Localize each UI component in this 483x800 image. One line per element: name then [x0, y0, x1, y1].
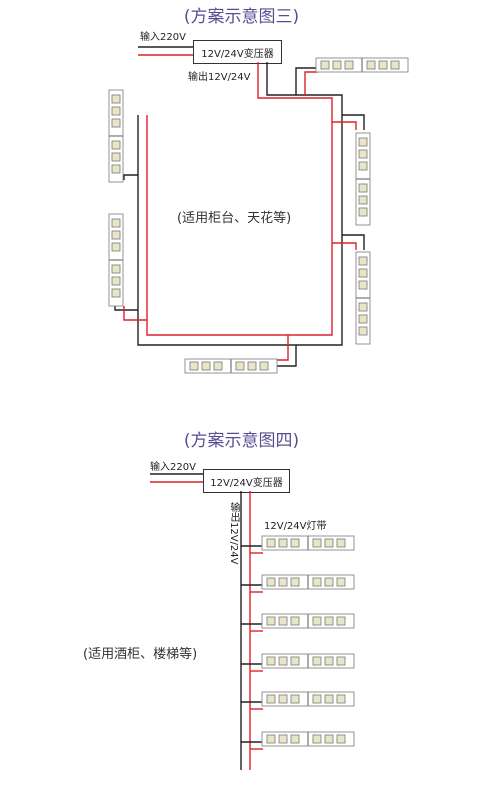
led-chip — [336, 656, 346, 666]
diagram4-input-label: 输入220V — [150, 462, 196, 473]
led-chip — [111, 94, 121, 104]
led-chip — [358, 326, 368, 336]
d3-red-right1 — [332, 121, 357, 130]
led-chip — [201, 361, 211, 371]
led-chip — [266, 577, 276, 587]
led-chip — [358, 268, 368, 278]
led-chip — [111, 242, 121, 252]
diagram3-output-label: 输出12V/24V — [188, 72, 251, 83]
led-chip — [111, 118, 121, 128]
d3-black-top-right — [295, 67, 318, 95]
led-chip — [278, 694, 288, 704]
d3-red-left2 — [123, 306, 147, 321]
led-chip — [358, 195, 368, 205]
led-chip — [358, 280, 368, 290]
led-chip — [324, 538, 334, 548]
d3-black-left2 — [114, 306, 138, 311]
led-chip — [358, 314, 368, 324]
d3-black-bottom — [277, 345, 297, 367]
diagram3-title: (方案示意图三) — [183, 7, 300, 27]
led-chip — [278, 734, 288, 744]
led-chip — [111, 288, 121, 298]
led-chip — [290, 577, 300, 587]
d3-black-left1 — [123, 174, 138, 180]
led-chip — [358, 183, 368, 193]
led-chip — [358, 137, 368, 147]
led-chip — [111, 140, 121, 150]
led-chip — [358, 302, 368, 312]
led-chip — [111, 152, 121, 162]
led-chip — [259, 361, 269, 371]
diagram3-usage-note: (适用柜台、天花等) — [177, 211, 292, 226]
diagram4-usage-note: (适用酒柜、楼梯等) — [83, 647, 198, 662]
led-chip — [324, 577, 334, 587]
diagram4-output-label: 输出12V/24V — [228, 502, 239, 565]
led-chip — [235, 361, 245, 371]
led-chip — [358, 256, 368, 266]
led-chip — [111, 164, 121, 174]
led-chip — [247, 361, 257, 371]
led-chip — [111, 230, 121, 240]
diagram3-transformer: 12V/24V变压器 — [193, 40, 282, 64]
led-chip — [111, 218, 121, 228]
led-chip — [344, 60, 354, 70]
diagram4-title: (方案示意图四) — [183, 431, 300, 451]
led-chip — [189, 361, 199, 371]
led-chip — [324, 616, 334, 626]
led-chip — [111, 106, 121, 116]
led-chip — [278, 656, 288, 666]
led-chip — [312, 734, 322, 744]
diagram4-transformer-label: 12V/24V变压器 — [210, 477, 283, 489]
led-chip — [278, 577, 288, 587]
d3-black-main — [137, 62, 343, 346]
led-chip — [290, 734, 300, 744]
led-chip — [111, 276, 121, 286]
led-chip — [336, 538, 346, 548]
led-chip — [324, 694, 334, 704]
diagram3-transformer-label: 12V/24V变压器 — [201, 48, 274, 60]
d3-red-bottom — [277, 335, 289, 361]
led-chip — [290, 656, 300, 666]
d3-black-right2 — [342, 234, 365, 250]
led-chip — [378, 60, 388, 70]
d3-red-right2 — [332, 242, 357, 250]
led-chip — [312, 577, 322, 587]
led-chip — [290, 694, 300, 704]
led-chip — [111, 264, 121, 274]
led-chip — [358, 207, 368, 217]
led-chip — [336, 694, 346, 704]
led-chip — [336, 616, 346, 626]
led-chip — [278, 616, 288, 626]
diagram3-input-label: 输入220V — [140, 32, 186, 43]
led-chip — [320, 60, 330, 70]
led-chip — [278, 538, 288, 548]
led-chip — [312, 538, 322, 548]
led-chip — [358, 161, 368, 171]
led-chip — [390, 60, 400, 70]
led-chip — [312, 616, 322, 626]
led-chip — [332, 60, 342, 70]
led-chip — [266, 734, 276, 744]
led-chip — [312, 694, 322, 704]
diagram4-transformer: 12V/24V变压器 — [203, 469, 290, 493]
led-chip — [324, 734, 334, 744]
led-chip — [290, 538, 300, 548]
led-chip — [213, 361, 223, 371]
led-chip — [266, 694, 276, 704]
led-chip — [336, 577, 346, 587]
led-chip — [312, 656, 322, 666]
led-chip — [324, 656, 334, 666]
led-chip — [366, 60, 376, 70]
diagram4-strip-label: 12V/24V灯带 — [264, 521, 327, 532]
d3-black-right1 — [342, 114, 365, 130]
led-chip — [266, 538, 276, 548]
led-chip — [290, 616, 300, 626]
led-chip — [266, 656, 276, 666]
d3-red-top-right — [304, 71, 318, 95]
led-chip — [266, 616, 276, 626]
d3-red-main — [146, 62, 333, 336]
led-chip — [358, 149, 368, 159]
led-chip — [336, 734, 346, 744]
